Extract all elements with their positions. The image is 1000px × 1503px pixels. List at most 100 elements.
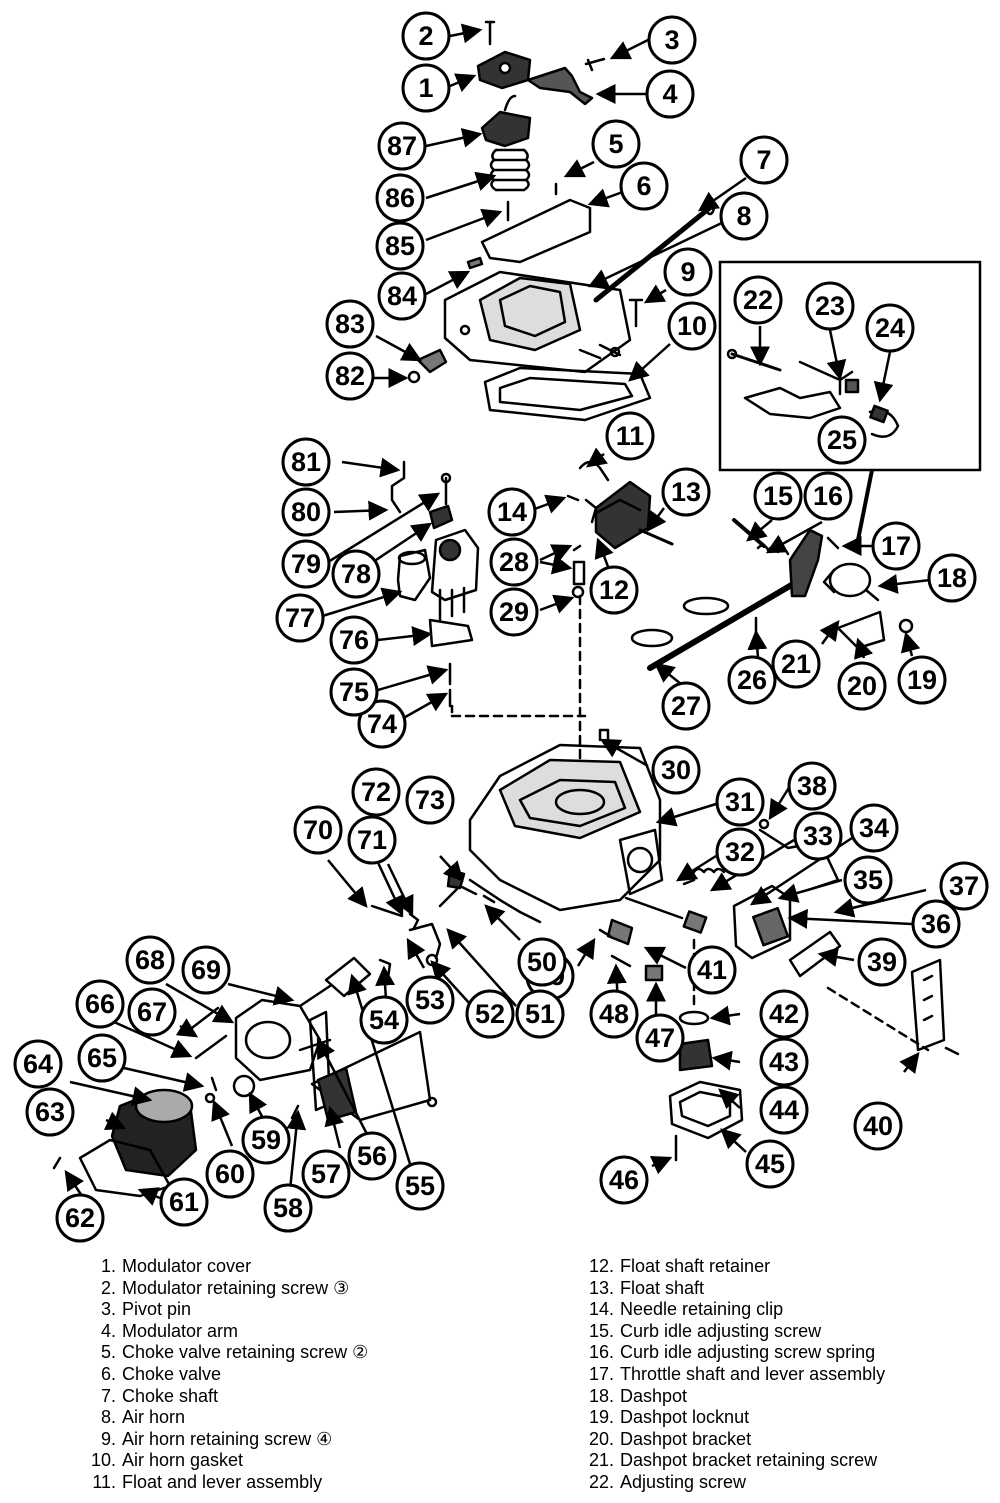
legend-item-text: Dashpot xyxy=(620,1385,688,1406)
callout-number: 34 xyxy=(859,813,889,843)
callout-60: 60 xyxy=(205,1149,255,1199)
callout-circle xyxy=(591,119,641,169)
callout-circle xyxy=(803,471,853,521)
callout-circle xyxy=(759,1085,809,1135)
dashpot-bracket-part xyxy=(836,610,886,650)
callout-number: 38 xyxy=(797,771,827,801)
callout-number: 8 xyxy=(736,201,751,231)
callout-circle xyxy=(405,775,455,825)
legend-item: 6.Choke valve xyxy=(78,1364,518,1386)
callout-number: 39 xyxy=(867,947,897,977)
callout-39: 39 xyxy=(857,937,907,987)
modulator-cover-part xyxy=(476,50,532,90)
callout-53: 53 xyxy=(405,975,455,1025)
callout-circle xyxy=(181,945,231,995)
callout-75: 75 xyxy=(329,667,379,717)
callout-number: 74 xyxy=(367,709,397,739)
callout-47: 47 xyxy=(635,1013,685,1063)
legend-item-text: Float shaft xyxy=(620,1277,705,1298)
callout-24: 24 xyxy=(865,303,915,353)
callout-number: 61 xyxy=(169,1187,199,1217)
callout-77: 77 xyxy=(275,593,325,643)
legend-item-text: Throttle shaft and lever assembly xyxy=(620,1363,886,1384)
callout-54: 54 xyxy=(359,995,409,1045)
legend-item-number: 2. xyxy=(100,1277,116,1298)
callout-55: 55 xyxy=(395,1161,445,1211)
diaphragm-part xyxy=(480,110,532,148)
callout-7: 7 xyxy=(739,135,789,185)
bracket-part xyxy=(416,348,448,374)
callout-48: 48 xyxy=(589,989,639,1039)
callout-number: 13 xyxy=(671,477,701,507)
legend-item: 1.Modulator cover xyxy=(78,1256,518,1278)
callout-circle xyxy=(849,803,899,853)
callout-circle xyxy=(325,299,375,349)
legend-item: 14.Needle retaining clip xyxy=(576,1299,996,1321)
callout-number: 5 xyxy=(608,129,623,159)
callout-circle xyxy=(77,1033,127,1083)
screw-part xyxy=(584,57,606,72)
callout-circle xyxy=(281,437,331,487)
callout-circle xyxy=(75,979,125,1029)
callout-9: 9 xyxy=(663,247,713,297)
callout-circle xyxy=(329,667,379,717)
callout-circle xyxy=(401,63,451,113)
clip-part xyxy=(466,256,484,270)
callout-number: 33 xyxy=(803,821,833,851)
callout-circle xyxy=(667,301,717,351)
callout-50: 50 xyxy=(517,937,567,987)
callout-number: 21 xyxy=(781,649,811,679)
callout-23: 23 xyxy=(805,281,855,331)
valve-part xyxy=(678,1038,714,1072)
callout-number: 37 xyxy=(949,871,979,901)
callout-number: 71 xyxy=(357,825,387,855)
callout-number: 6 xyxy=(636,171,651,201)
callout-circle xyxy=(911,899,961,949)
legend-item-number: 16. xyxy=(588,1342,614,1363)
legend-item-text: Choke valve retaining screw ② xyxy=(122,1342,369,1363)
callout-6: 6 xyxy=(619,161,669,211)
callout-number: 42 xyxy=(769,999,799,1029)
callout-number: 44 xyxy=(769,1095,799,1125)
legend-item-number: 5. xyxy=(100,1342,116,1363)
legend-item-text: Curb idle adjusting screw xyxy=(620,1320,822,1341)
callout-number: 47 xyxy=(645,1023,675,1053)
callout-number: 1 xyxy=(418,73,433,103)
legend-item-text: Adjusting screw xyxy=(620,1471,747,1492)
legend-item: 16.Curb idle adjusting screw spring xyxy=(576,1342,996,1364)
inset-parts xyxy=(726,348,900,438)
callout-76: 76 xyxy=(329,615,379,665)
callout-number: 86 xyxy=(385,183,415,213)
bracket-part xyxy=(826,958,960,1056)
legend-item-number: 9. xyxy=(100,1428,116,1449)
legend-item-number: 7. xyxy=(100,1385,116,1406)
legend-item-number: 22. xyxy=(588,1471,614,1492)
screw-part xyxy=(624,896,684,920)
callout-circle xyxy=(489,537,539,587)
legend-item-number: 19. xyxy=(588,1407,614,1428)
inset-box xyxy=(718,260,982,472)
callout-number: 84 xyxy=(387,281,417,311)
callout-circle xyxy=(715,827,765,877)
callout-circle xyxy=(745,1139,795,1189)
callout-68: 68 xyxy=(125,935,175,985)
legend-item: 7.Choke shaft xyxy=(78,1386,518,1408)
callout-circle xyxy=(733,275,783,325)
legend-item-text: Float and lever assembly xyxy=(122,1471,323,1492)
callout-58: 58 xyxy=(263,1183,313,1233)
callout-circle xyxy=(727,655,777,705)
needle-seat-part xyxy=(572,544,586,586)
callout-79: 79 xyxy=(281,539,331,589)
callout-circle xyxy=(301,1149,351,1199)
callout-number: 81 xyxy=(291,447,321,477)
callout-circle xyxy=(753,471,803,521)
callout-number: 20 xyxy=(847,671,877,701)
locknut-part xyxy=(898,618,914,634)
callout-80: 80 xyxy=(281,487,331,537)
callout-circle xyxy=(645,69,695,119)
callout-18: 18 xyxy=(927,553,977,603)
